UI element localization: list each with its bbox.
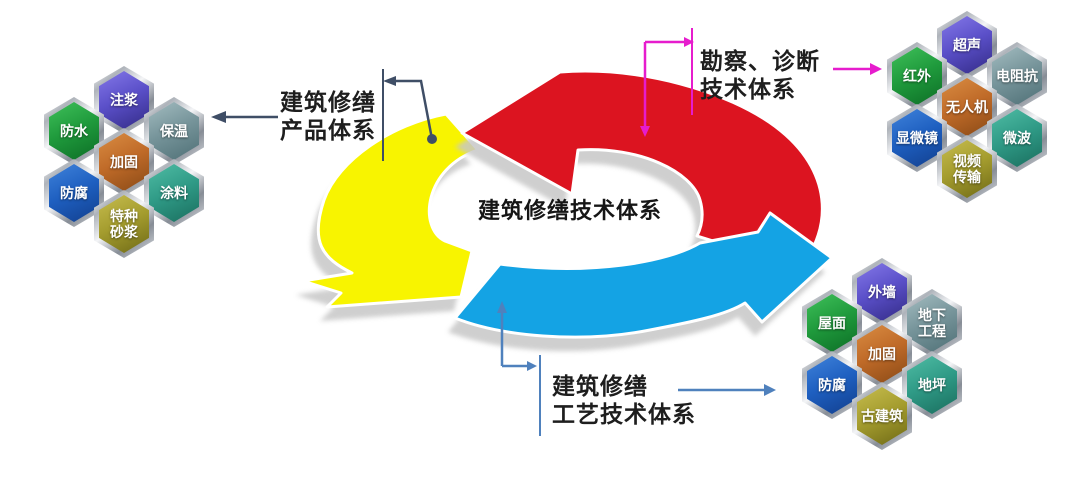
hex-impedance-face: 电阻抗 (992, 47, 1042, 105)
hex-special-mortar-face: 特种 砂浆 (99, 195, 149, 253)
hex-anticorrosion-product-face: 防腐 (49, 164, 99, 222)
hex-drone-label: 无人机 (946, 98, 988, 115)
hex-flooring-face: 地坪 (907, 356, 957, 414)
process-system-label-line2: 工艺技术体系 (552, 401, 696, 427)
hex-waterproofing-face: 防水 (49, 102, 99, 160)
hex-insulation-face: 保温 (149, 102, 199, 160)
process-connectors (500, 311, 764, 436)
hex-anticorrosion-product-label: 防腐 (60, 184, 88, 201)
left-arrowhead-icon (211, 111, 226, 123)
hex-underground-engineering-label: 地下 工程 (918, 306, 946, 339)
hex-roof-face: 屋面 (807, 294, 857, 352)
hex-exterior-wall-label: 外墙 (868, 283, 896, 300)
yellow-arrow (301, 112, 480, 309)
hex-underground-engineering-face: 地下 工程 (907, 294, 957, 352)
hex-infrared-label: 红外 (903, 67, 931, 84)
hex-infrared-face: 红外 (892, 47, 942, 105)
hex-ancient-building-face: 古建筑 (857, 387, 907, 445)
product-callout-dot (427, 134, 437, 144)
process-callout-right-arrowhead-icon (527, 361, 537, 371)
survey-hex-cluster: 超声 红外 电阻抗 无人机 显微镜 微波 视频 传输 (887, 11, 1047, 203)
hex-coating-label: 涂料 (160, 184, 188, 201)
survey-callout-down-arrowhead-icon (640, 126, 650, 137)
survey-system-label-line2: 技术体系 (700, 76, 796, 102)
survey-system-label: 勘察、诊断 技术体系 (700, 47, 820, 103)
product-system-label-line1: 建筑修缮 (280, 89, 376, 115)
process-callout-up-arrowhead-icon (497, 301, 507, 313)
process-hex-cluster: 外墙 屋面 地下 工程 加固 防腐 地坪 古建筑 (802, 258, 962, 450)
hex-anticorrosion-process-label: 防腐 (818, 376, 846, 393)
hex-ultrasound-face: 超声 (942, 16, 992, 74)
hex-video-transmission-label: 视频 传输 (953, 152, 981, 185)
red-arrow (460, 69, 824, 270)
blue-arrow (453, 211, 834, 339)
process-arrowhead-icon (764, 384, 776, 396)
hex-waterproofing-label: 防水 (60, 122, 88, 139)
hex-grouting-face: 注浆 (99, 71, 149, 129)
center-title: 建筑修缮技术体系 (477, 198, 662, 223)
hex-anticorrosion-process-face: 防腐 (807, 356, 857, 414)
survey-arrowhead-icon (870, 63, 882, 75)
process-system-label-line1: 建筑修缮 (552, 373, 648, 399)
hex-ultrasound-label: 超声 (953, 36, 981, 53)
product-system-label: 建筑修缮 产品体系 (280, 88, 376, 144)
hex-drone-face: 无人机 (942, 78, 992, 136)
hex-ancient-building-label: 古建筑 (861, 407, 903, 424)
product-arrowhead-icon (383, 76, 396, 86)
hex-flooring-label: 地坪 (918, 376, 946, 393)
process-system-label: 建筑修缮 工艺技术体系 (552, 372, 696, 428)
hex-reinforcement-process-face: 加固 (857, 325, 907, 383)
product-system-label-line2: 产品体系 (280, 117, 376, 143)
product-connectors (226, 69, 434, 161)
hex-exterior-wall-face: 外墙 (857, 263, 907, 321)
survey-system-label-line1: 勘察、诊断 (700, 48, 820, 74)
hex-microscope-label: 显微镜 (896, 129, 938, 146)
survey-callout-right-arrowhead-icon (684, 37, 694, 47)
hex-video-transmission-face: 视频 传输 (942, 140, 992, 198)
hex-microwave-face: 微波 (992, 109, 1042, 167)
hex-grouting-label: 注浆 (110, 91, 138, 108)
product-callout-line (396, 79, 434, 140)
hex-coating-face: 涂料 (149, 164, 199, 222)
hex-reinforcement-product-label: 加固 (110, 153, 138, 170)
hex-special-mortar-label: 特种 砂浆 (110, 207, 138, 240)
product-hex-cluster: 注浆 防水 保温 加固 防腐 涂料 特种 砂浆 (44, 66, 204, 258)
hex-microwave-label: 微波 (1003, 129, 1031, 146)
hex-impedance-label: 电阻抗 (996, 67, 1038, 84)
hex-roof-label: 屋面 (818, 314, 846, 331)
hex-insulation-label: 保温 (160, 122, 188, 139)
hex-microscope-face: 显微镜 (892, 109, 942, 167)
hex-reinforcement-product-face: 加固 (99, 133, 149, 191)
hex-reinforcement-process-label: 加固 (868, 345, 896, 362)
